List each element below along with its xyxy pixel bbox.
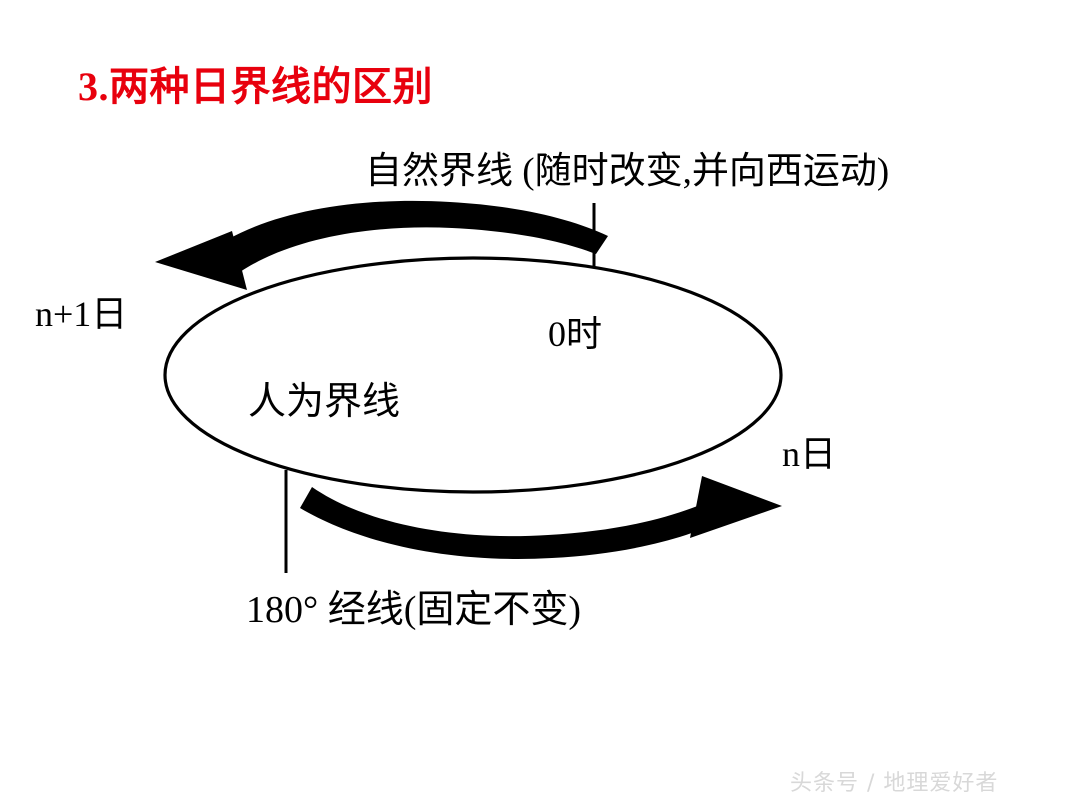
label-day-n-plus-1: n+1日: [35, 294, 128, 334]
label-artificial-date-line: 人为界线: [248, 381, 401, 423]
label-natural-date-line: 自然界线 (随时改变,并向西运动): [365, 151, 890, 192]
label-hour-zero: 0时: [548, 314, 603, 354]
label-180-meridian: 180° 经线(固定不变): [246, 589, 582, 631]
watermark: 头条号 / 地理爱好者: [790, 771, 999, 796]
top-arrow-westward: [155, 200, 608, 290]
label-day-n: n日: [782, 434, 837, 474]
page-title: 3.两种日界线的区别: [78, 64, 433, 109]
bottom-arrow-eastward: [300, 476, 782, 559]
globe-ellipse: [163, 256, 783, 494]
